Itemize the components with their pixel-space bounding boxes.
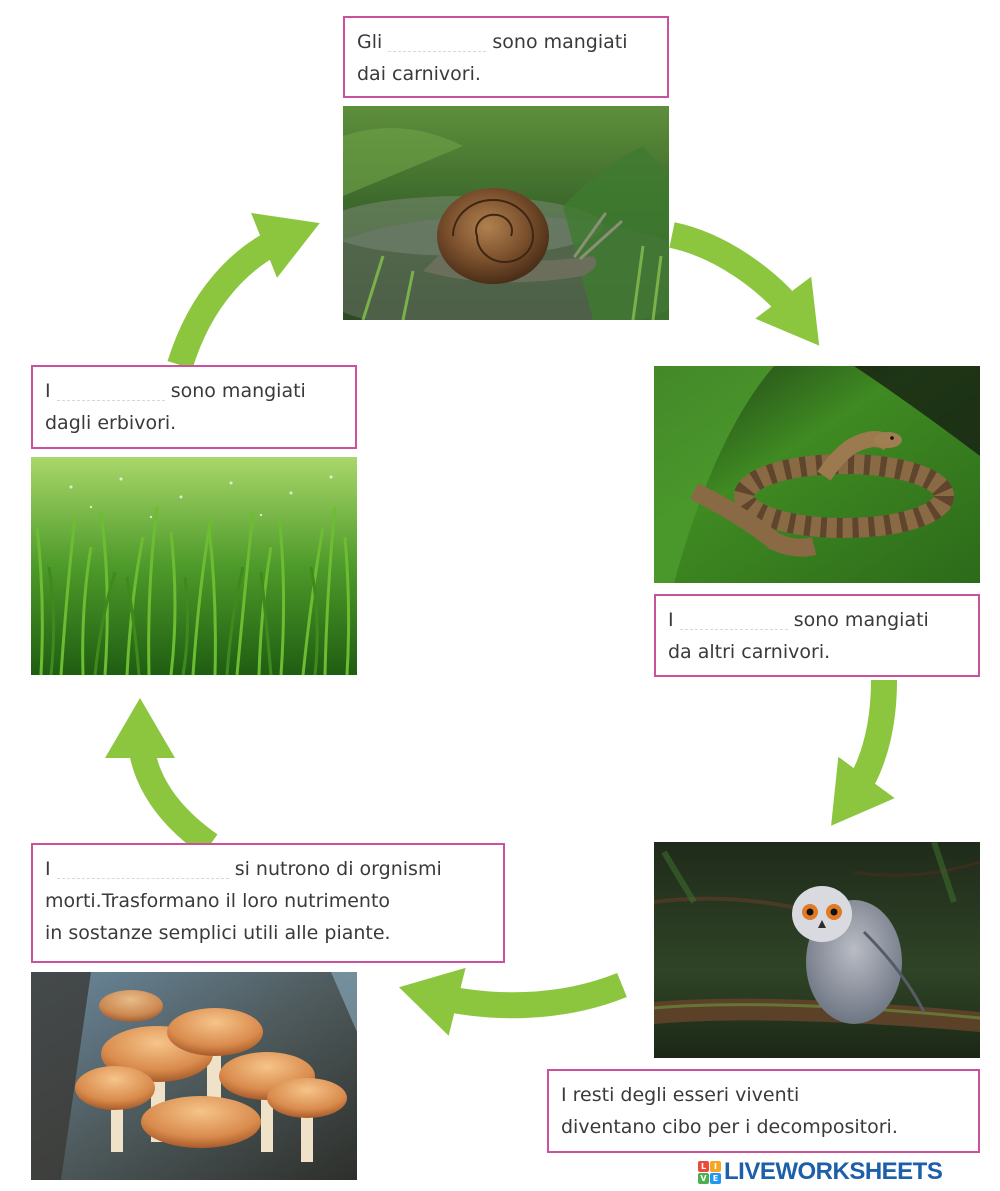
card-carnivores-line2: da altri carnivori.	[668, 641, 831, 663]
card-herbivores-line2: dai carnivori.	[357, 63, 481, 85]
card-carnivores: I sono mangiati da altri carnivori.	[654, 594, 980, 677]
card-herbivores-prefix: Gli	[357, 31, 383, 53]
liveworksheets-logo: L I V E LIVEWORKSHEETS	[698, 1158, 943, 1186]
snake-photo	[654, 366, 980, 583]
logo-mark-v: V	[698, 1172, 709, 1184]
card-decomposers-line2: morti.Trasformano il loro nutrimento	[45, 890, 391, 912]
blank-decomposers-input[interactable]	[56, 857, 229, 879]
card-decomposers-prefix: I	[45, 858, 51, 880]
arrow-mushrooms-to-grass	[105, 698, 218, 856]
logo-mark-i: I	[710, 1160, 721, 1172]
card-carnivores-suffix: sono mangiati	[793, 609, 929, 631]
card-plants-suffix: sono mangiati	[170, 380, 306, 402]
logo-mark-l: L	[698, 1160, 709, 1172]
card-remains-line2: diventano cibo per i decompositori.	[561, 1116, 898, 1138]
card-decomposers-line3: in sostanze semplici utili alle piante.	[45, 922, 391, 944]
snail-photo	[343, 106, 669, 320]
blank-herbivores-input[interactable]	[388, 30, 487, 52]
logo-mark-e: E	[710, 1172, 721, 1184]
mushrooms-photo	[31, 972, 357, 1180]
card-herbivores-suffix: sono mangiati	[492, 31, 628, 53]
card-decomposers-suffix: si nutrono di orgnismi	[234, 858, 442, 880]
card-plants-line2: dagli erbivori.	[45, 412, 177, 434]
card-remains-line1: I resti degli esseri viventi	[561, 1084, 800, 1106]
blank-carnivores-input[interactable]	[679, 608, 788, 630]
card-decomposers: I si nutrono di orgnismi morti.Trasforma…	[31, 843, 505, 963]
card-plants: I sono mangiati dagli erbivori.	[31, 365, 357, 449]
arrow-plants-to-snail	[167, 212, 320, 369]
arrow-snake-to-owl	[831, 679, 897, 826]
liveworksheets-logo-text: LIVEWORKSHEETS	[724, 1158, 943, 1185]
card-carnivores-prefix: I	[668, 609, 674, 631]
liveworksheets-logo-mark: L I V E	[698, 1160, 721, 1184]
blank-plants-input[interactable]	[56, 379, 165, 401]
card-plants-prefix: I	[45, 380, 51, 402]
card-herbivores: Gli sono mangiati dai carnivori.	[343, 16, 669, 98]
grass-photo	[31, 457, 357, 675]
arrow-snail-to-snake	[669, 222, 820, 346]
arrow-owl-to-mushrooms	[398, 967, 627, 1036]
card-remains: I resti degli esseri viventi diventano c…	[547, 1069, 980, 1153]
owl-photo	[654, 842, 980, 1058]
